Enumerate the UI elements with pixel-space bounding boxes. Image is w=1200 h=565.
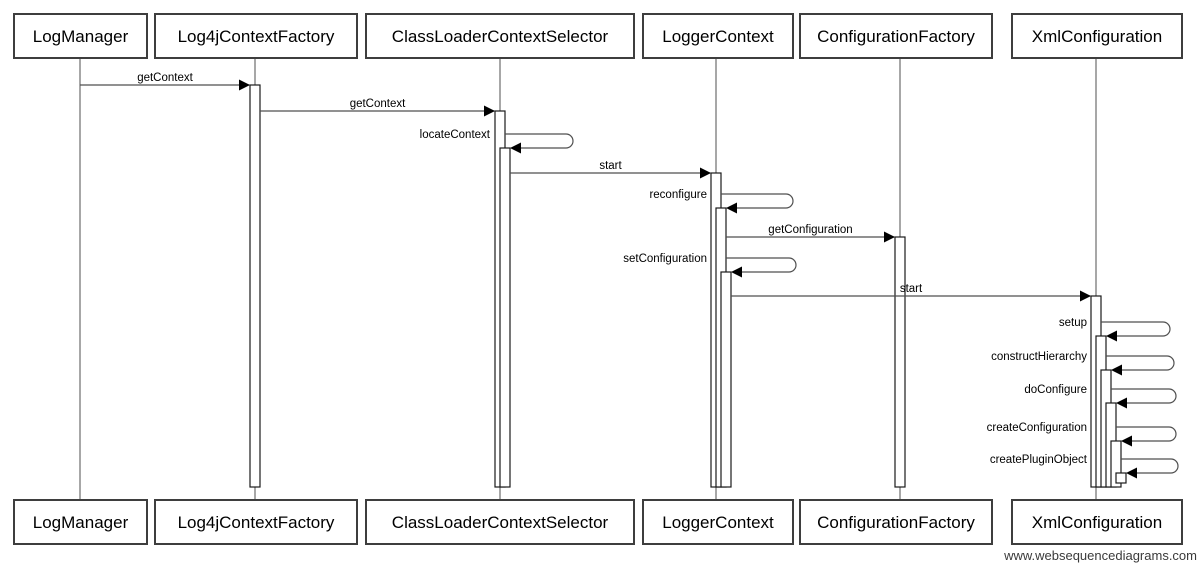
arrowhead-icon xyxy=(884,231,895,243)
participant-label: ConfigurationFactory xyxy=(817,27,975,46)
message-label: setup xyxy=(1059,317,1087,329)
participant-box xyxy=(154,499,358,545)
participant-bottom-loggercontext: LoggerContext xyxy=(642,499,794,545)
arrowhead-icon xyxy=(1116,397,1127,409)
self-call-line xyxy=(1121,458,1179,474)
message-label: reconfigure xyxy=(649,189,707,201)
participant-bottom-configurationfactory: ConfigurationFactory xyxy=(799,499,993,545)
participant-label: ClassLoaderContextSelector xyxy=(392,27,609,46)
arrowhead-icon xyxy=(510,142,521,154)
message-label: createPluginObject xyxy=(990,454,1088,466)
participant-label: LogManager xyxy=(33,513,129,532)
participant-box xyxy=(799,499,993,545)
message-label: start xyxy=(900,283,923,295)
participant-box xyxy=(365,13,635,59)
participant-label: XmlConfiguration xyxy=(1032,27,1162,46)
message-self-setup: setup xyxy=(1059,317,1171,342)
participant-box xyxy=(365,499,635,545)
activation-bar-xmlconfiguration xyxy=(1115,472,1127,484)
message-label: constructHierarchy xyxy=(991,351,1087,363)
activation-bar-xmlconfiguration xyxy=(1110,440,1122,488)
participant-top-configurationfactory: ConfigurationFactory xyxy=(799,13,993,59)
arrowhead-icon xyxy=(484,105,495,117)
arrowhead-icon xyxy=(1106,330,1117,342)
watermark-url: www.websequencediagrams.com xyxy=(1004,548,1197,563)
arrowhead-icon xyxy=(700,167,711,179)
participant-bottom-logmanager: LogManager xyxy=(13,499,148,545)
participant-box xyxy=(1011,499,1183,545)
participant-bottom-log4jcontextfactory: Log4jContextFactory xyxy=(154,499,358,545)
participant-box xyxy=(1011,13,1183,59)
message-self-doconfigure: doConfigure xyxy=(1024,384,1177,409)
participant-label: ConfigurationFactory xyxy=(817,513,975,532)
self-call-line xyxy=(505,133,574,149)
participant-box xyxy=(154,13,358,59)
message-label: locateContext xyxy=(420,129,491,141)
message-self-createconfiguration: createConfiguration xyxy=(987,422,1177,447)
arrowhead-icon xyxy=(1121,435,1132,447)
message-label: getContext xyxy=(137,72,193,84)
message-call-start: start xyxy=(731,283,1091,302)
arrowhead-icon xyxy=(1126,467,1137,479)
self-call-line xyxy=(721,193,794,209)
arrowhead-icon xyxy=(731,266,742,278)
participant-box xyxy=(642,13,794,59)
message-label: getConfiguration xyxy=(768,224,852,236)
arrowhead-icon xyxy=(239,79,250,91)
participant-top-xmlconfiguration: XmlConfiguration xyxy=(1011,13,1183,59)
message-label: doConfigure xyxy=(1024,384,1087,396)
participant-box xyxy=(13,13,148,59)
activation-bar-classloadercontextselector xyxy=(499,147,511,488)
self-call-line xyxy=(1116,426,1177,442)
participant-label: Log4jContextFactory xyxy=(178,513,335,532)
message-call-getconfiguration: getConfiguration xyxy=(726,224,895,243)
participant-label: XmlConfiguration xyxy=(1032,513,1162,532)
arrowhead-icon xyxy=(1111,364,1122,376)
participant-box xyxy=(13,499,148,545)
message-self-constructhierarchy: constructHierarchy xyxy=(991,351,1175,376)
self-call-line xyxy=(1111,388,1177,404)
message-self-createpluginobject: createPluginObject xyxy=(990,454,1179,479)
message-self-setconfiguration: setConfiguration xyxy=(623,253,797,278)
participant-label: LoggerContext xyxy=(662,513,774,532)
participant-box xyxy=(642,499,794,545)
participant-label: LoggerContext xyxy=(662,27,774,46)
participant-top-loggercontext: LoggerContext xyxy=(642,13,794,59)
message-label: createConfiguration xyxy=(987,422,1087,434)
participant-bottom-classloadercontextselector: ClassLoaderContextSelector xyxy=(365,499,635,545)
participant-top-classloadercontextselector: ClassLoaderContextSelector xyxy=(365,13,635,59)
participant-top-logmanager: LogManager xyxy=(13,13,148,59)
arrowhead-icon xyxy=(726,202,737,214)
participant-box xyxy=(799,13,993,59)
participant-label: ClassLoaderContextSelector xyxy=(392,513,609,532)
participant-bottom-xmlconfiguration: XmlConfiguration xyxy=(1011,499,1183,545)
message-self-reconfigure: reconfigure xyxy=(649,189,794,214)
self-call-line xyxy=(1101,321,1171,337)
message-label: setConfiguration xyxy=(623,253,707,265)
activation-bar-configurationfactory xyxy=(894,236,906,488)
activation-bar-log4jcontextfactory xyxy=(249,84,261,488)
message-call-start: start xyxy=(510,160,711,179)
participant-label: LogManager xyxy=(33,27,129,46)
self-call-line xyxy=(726,257,797,273)
message-call-getcontext: getContext xyxy=(260,98,495,117)
participant-label: Log4jContextFactory xyxy=(178,27,335,46)
message-self-locatecontext: locateContext xyxy=(420,129,574,154)
message-label: start xyxy=(599,160,622,172)
message-label: getContext xyxy=(350,98,406,110)
activation-bar-loggercontext xyxy=(720,271,732,488)
participant-top-log4jcontextfactory: Log4jContextFactory xyxy=(154,13,358,59)
message-call-getcontext: getContext xyxy=(80,72,250,91)
arrowhead-icon xyxy=(1080,290,1091,302)
self-call-line xyxy=(1106,355,1175,371)
